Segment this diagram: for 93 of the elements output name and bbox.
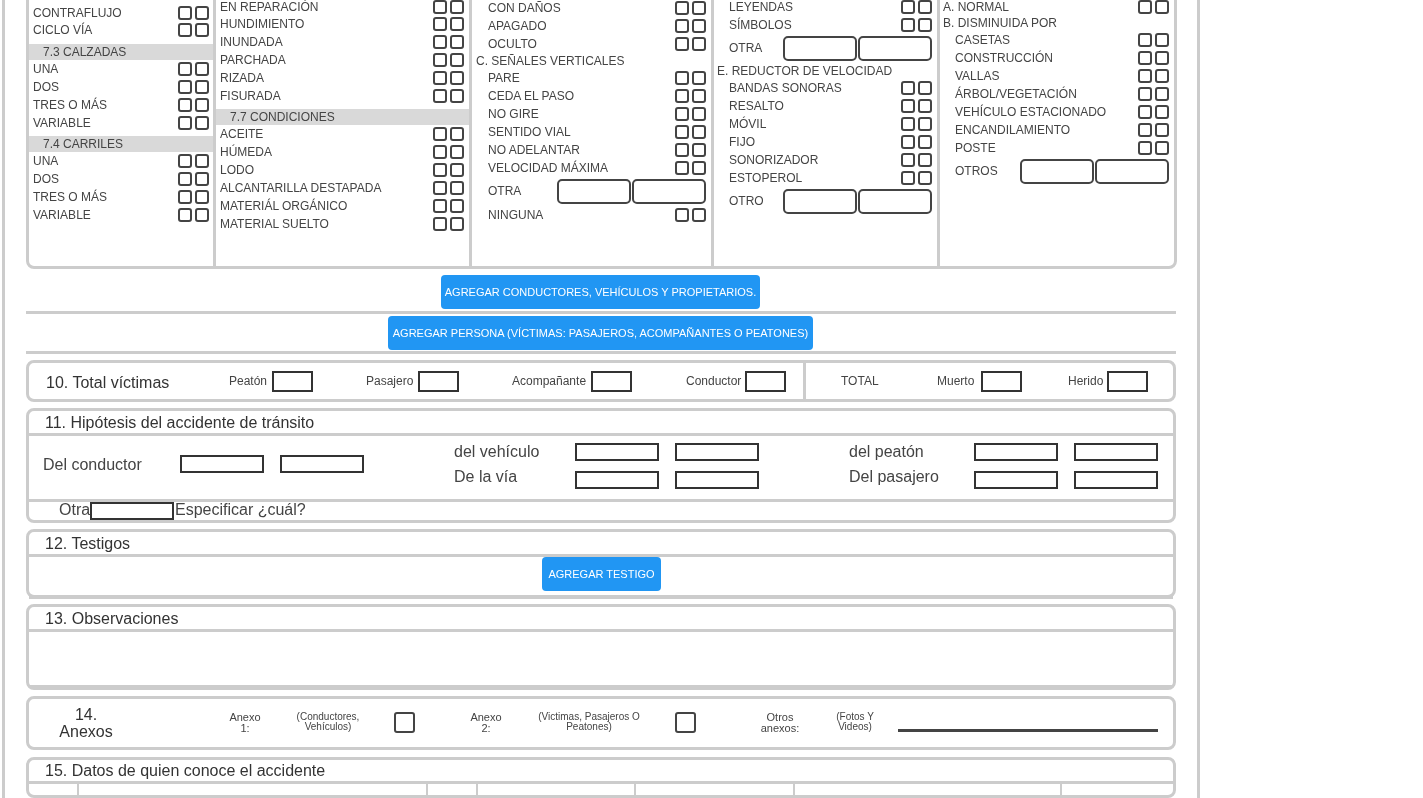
option-label: CEDA EL PASO — [488, 89, 575, 103]
option-label: ESTOPEROL — [729, 171, 803, 185]
group-heading: A. NORMAL — [943, 0, 1009, 14]
form-section — [26, 757, 1176, 798]
option-label: INUNDADA — [220, 35, 283, 49]
option-label: ALCANTARILLA DESTAPADA — [220, 181, 382, 195]
section-title: 15. Datos de quien conoce el accidente — [45, 762, 326, 780]
option-label: FIJO — [729, 135, 755, 149]
option-label: BANDAS SONORAS — [729, 81, 842, 95]
option-label: CON DAÑOS — [488, 1, 561, 15]
option-label: OTROS — [955, 164, 998, 178]
option-label: OTRA — [729, 41, 763, 55]
section-header-band: 7.4 CARRILES — [29, 136, 213, 152]
option-label: ENCANDILAMIENTO — [955, 123, 1071, 137]
option-label: NINGUNA — [488, 208, 544, 222]
option-label: VARIABLE — [33, 116, 91, 130]
section-title: 12. Testigos — [45, 535, 131, 553]
option-label: MATERIAL SUELTO — [220, 217, 329, 231]
option-label: NO ADELANTAR — [488, 143, 580, 157]
option-label: UNA — [33, 154, 59, 168]
field-label: Muerto — [937, 373, 975, 389]
option-label: PARE — [488, 71, 520, 85]
add-button: AGREGAR TESTIGO — [542, 557, 661, 591]
option-label: HUNDIMIENTO — [220, 17, 305, 31]
field-label: del vehículo — [454, 442, 540, 462]
form-section — [26, 604, 1176, 690]
option-label: APAGADO — [488, 19, 547, 33]
option-label: EN REPARACIÓN — [220, 0, 319, 14]
field-label: Herido — [1068, 373, 1104, 389]
option-label: VARIABLE — [33, 208, 91, 222]
option-label: RIZADA — [220, 71, 264, 85]
option-label: DOS — [33, 80, 59, 94]
field-label: Conductor — [686, 373, 742, 389]
add-button: AGREGAR CONDUCTORES, VEHÍCULOS Y PROPIETARIOS. — [441, 275, 760, 309]
option-label: LODO — [220, 163, 254, 177]
option-label: CICLO VÍA — [33, 23, 93, 37]
option-label: NO GIRE — [488, 107, 539, 121]
form-section — [26, 696, 1176, 750]
option-label: MATERIÁL ORGÁNICO — [220, 199, 348, 213]
form-section — [26, 529, 1176, 598]
field-label: (Victimas, Pasajeros O Peatones) — [537, 712, 641, 732]
field-label: Del pasajero — [849, 467, 939, 487]
add-button: AGREGAR PERSONA (VÍCTIMAS: PASAJEROS, ACOMPAÑANTES O PEATONES) — [388, 316, 813, 350]
field-label: Anexo 2: — [469, 712, 503, 734]
option-label: RESALTO — [729, 99, 784, 113]
option-label: UNA — [33, 62, 59, 76]
field-label: De la vía — [454, 467, 518, 487]
option-label: SENTIDO VIAL — [488, 125, 571, 139]
group-heading: B. DISMINUIDA POR — [943, 16, 1058, 30]
section-header-band: 7.7 CONDICIONES — [216, 109, 469, 125]
section-title: 14. Anexos — [58, 706, 114, 740]
field-label: TOTAL — [841, 373, 879, 389]
section-header-band: 7.3 CALZADAS — [29, 44, 213, 60]
option-label: HÚMEDA — [220, 145, 272, 159]
option-label: SÍMBOLOS — [729, 18, 792, 32]
field-label: Anexo 1: — [228, 712, 262, 734]
option-label: ACEITE — [220, 127, 264, 141]
option-label: PARCHADA — [220, 53, 286, 67]
field-label: Otros anexos: — [759, 712, 801, 734]
field-label: (Conductores, Vehículos) — [295, 712, 361, 732]
option-label: ÁRBOL/VEGETACIÓN — [955, 87, 1077, 101]
field-label: del peatón — [849, 442, 924, 462]
field-label: Del conductor — [43, 455, 142, 475]
option-label: POSTE — [955, 141, 996, 155]
option-label: VEHÍCULO ESTACIONADO — [955, 105, 1107, 119]
field-label: Peatón — [229, 373, 268, 389]
option-label: CASETAS — [955, 33, 1011, 47]
group-heading: E. REDUCTOR DE VELOCIDAD — [717, 64, 893, 78]
field-label: Pasajero — [366, 373, 414, 389]
option-label: TRES O MÁS — [33, 190, 107, 204]
section-title: 13. Observaciones — [45, 610, 179, 628]
option-label: OCULTO — [488, 37, 537, 51]
option-label: LEYENDAS — [729, 0, 794, 14]
option-label: TRES O MÁS — [33, 98, 107, 112]
section-title: 11. Hipótesis del accidente de tránsito — [45, 414, 315, 432]
option-label: VELOCIDAD MÁXIMA — [488, 161, 609, 175]
option-label: CONTRAFLUJO — [33, 6, 122, 20]
option-label: VALLAS — [955, 69, 1000, 83]
option-label: OTRO — [729, 194, 764, 208]
group-heading: C. SEÑALES VERTICALES — [476, 54, 625, 68]
field-label: Otra — [59, 500, 91, 520]
option-label: MÓVIL — [729, 117, 767, 131]
section-title: 10. Total víctimas — [46, 374, 170, 392]
field-label: Especificar ¿cuál? — [175, 500, 306, 520]
form-section — [26, 408, 1176, 523]
form-section — [26, 360, 1176, 402]
field-label: (Fotos Y Videos) — [835, 712, 875, 732]
field-label: Acompañante — [512, 373, 587, 389]
option-label: DOS — [33, 172, 59, 186]
option-label: SONORIZADOR — [729, 153, 819, 167]
option-label: FISURADA — [220, 89, 281, 103]
option-label: OTRA — [488, 184, 522, 198]
option-label: CONSTRUCCIÓN — [955, 51, 1053, 65]
